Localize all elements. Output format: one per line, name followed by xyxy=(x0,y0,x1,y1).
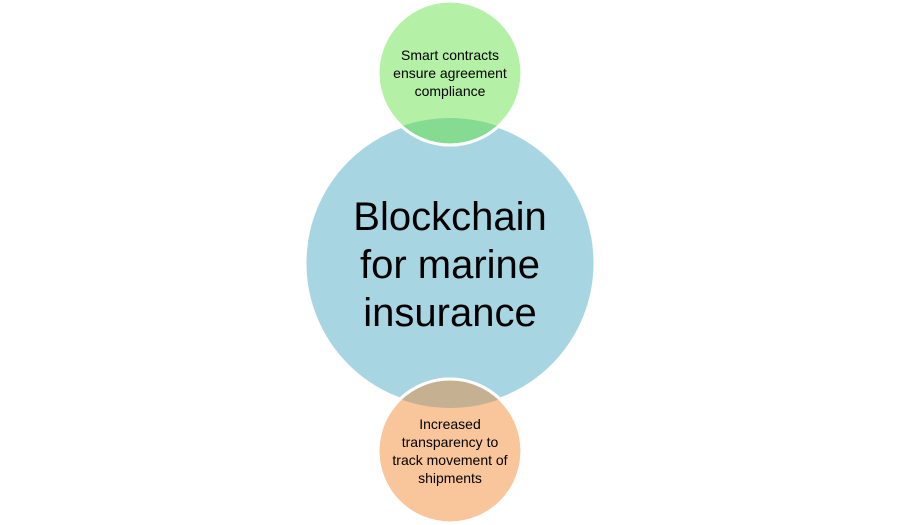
top-circle-outline xyxy=(376,0,524,147)
bottom-circle-outline xyxy=(376,377,524,525)
center-circle xyxy=(303,116,597,410)
